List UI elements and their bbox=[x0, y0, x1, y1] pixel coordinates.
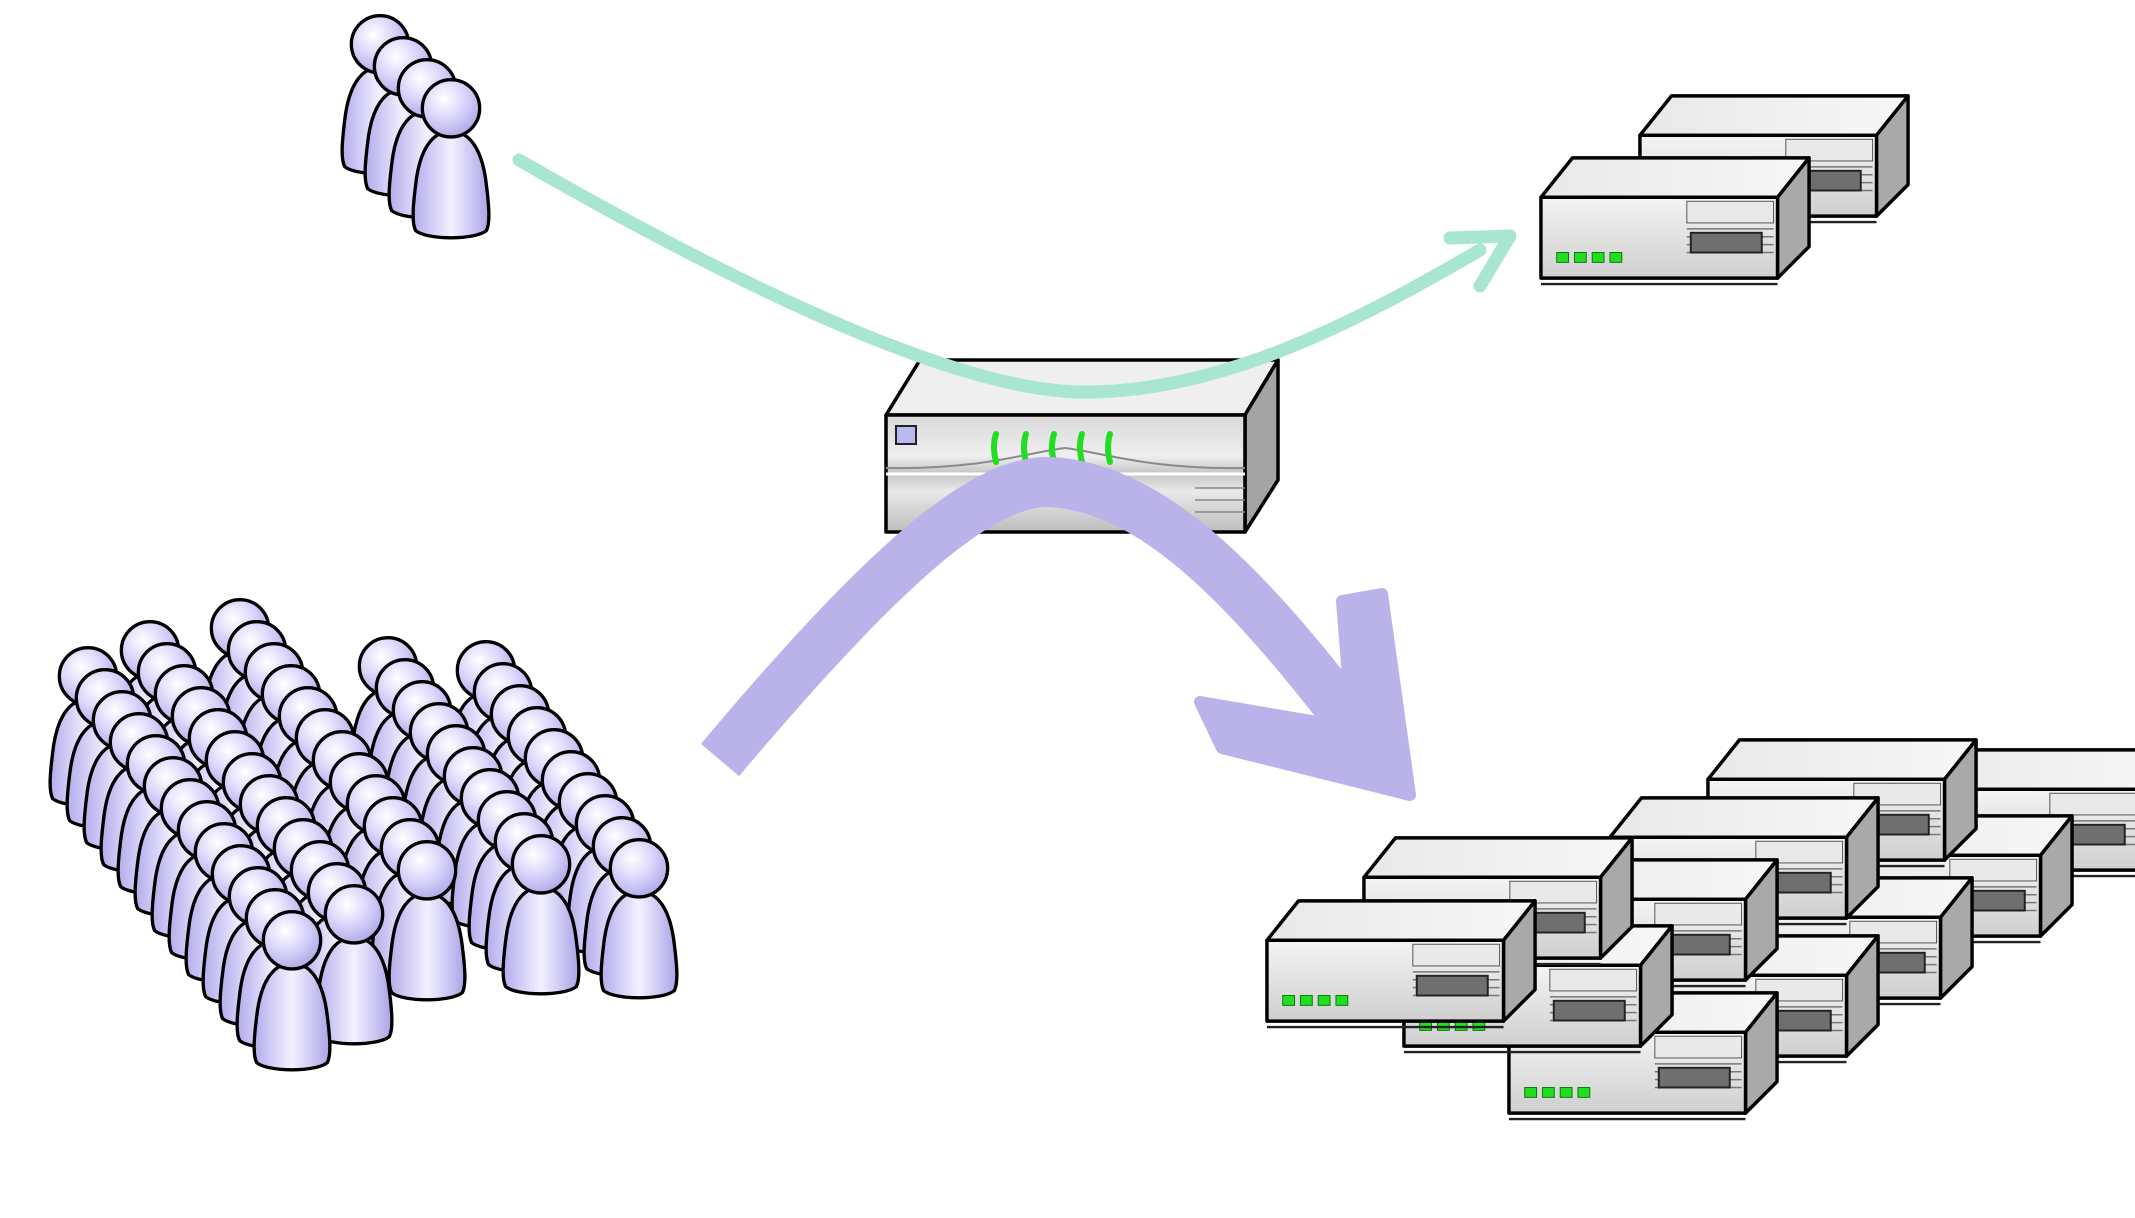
heavy-traffic-arrow bbox=[700, 457, 1416, 801]
light-traffic-arrow bbox=[512, 153, 1517, 399]
small-user-group-icon bbox=[340, 13, 491, 240]
person-icon bbox=[501, 833, 581, 996]
large-user-crowd-icon bbox=[48, 597, 679, 1072]
person-icon bbox=[252, 909, 332, 1072]
person-icon bbox=[411, 77, 491, 240]
person-icon bbox=[599, 837, 679, 1000]
server-icon bbox=[1539, 156, 1811, 286]
person-icon bbox=[387, 839, 467, 1002]
server-icon bbox=[1265, 899, 1537, 1029]
small-server-pool-icon bbox=[1539, 94, 1910, 286]
